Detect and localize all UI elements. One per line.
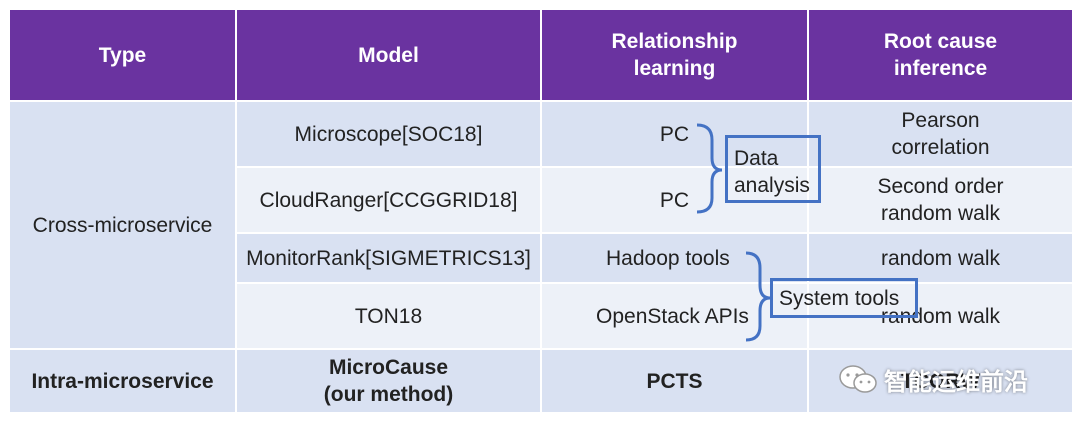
- table-row: CloudRanger[CCGGRID18] PC Second order r…: [9, 166, 1074, 234]
- header-row: Type Model Relationship learning Root ca…: [8, 8, 1074, 102]
- bracket-tools: [745, 251, 771, 342]
- relationship-cell: Hadoop tools: [540, 232, 809, 284]
- bracket-pc: [696, 123, 723, 214]
- system-tools-box: System tools: [770, 278, 918, 318]
- model-cell: CloudRanger[CCGGRID18]: [235, 166, 542, 234]
- inference-cell: random walk: [807, 232, 1074, 284]
- type-cross-microservice: Cross-microservice: [8, 100, 237, 350]
- comparison-table: Type Model Relationship learning Root ca…: [8, 8, 1074, 414]
- type-intra-microservice: Intra-microservice: [8, 348, 237, 414]
- model-cell: Microscope[SOC18]: [235, 100, 542, 168]
- header-model: Model: [235, 8, 542, 102]
- chat-bubbles-icon: [839, 364, 877, 393]
- table-row: Intra-microservice MicroCause (our metho…: [8, 348, 1074, 414]
- inference-cell: Second order random walk: [807, 166, 1074, 234]
- model-cell: MonitorRank[SIGMETRICS13]: [235, 232, 542, 284]
- table-row: TON18 OpenStack APIs random walk: [9, 282, 1074, 350]
- table-row: MonitorRank[SIGMETRICS13] Hadoop tools r…: [9, 232, 1074, 284]
- model-cell: MicroCause (our method): [235, 348, 542, 414]
- header-relationship-learning: Relationship learning: [540, 8, 809, 102]
- table-row: Cross-microservice Microscope[SOC18] PC …: [8, 100, 1074, 350]
- relationship-cell: PC: [540, 100, 809, 168]
- header-root-cause-inference: Root cause inference: [807, 8, 1074, 102]
- inference-cell: random walk: [807, 282, 1074, 350]
- relationship-cell: PCTS: [540, 348, 809, 414]
- model-cell: TON18: [235, 282, 542, 350]
- watermark-text: 智能运维前沿: [884, 369, 1028, 396]
- header-type: Type: [8, 8, 237, 102]
- inference-cell: Pearson correlation: [807, 100, 1074, 168]
- watermark: 智能运维前沿: [838, 362, 1028, 397]
- data-analysis-box: Data analysis: [725, 135, 821, 203]
- relationship-cell: OpenStack APIs: [540, 282, 809, 350]
